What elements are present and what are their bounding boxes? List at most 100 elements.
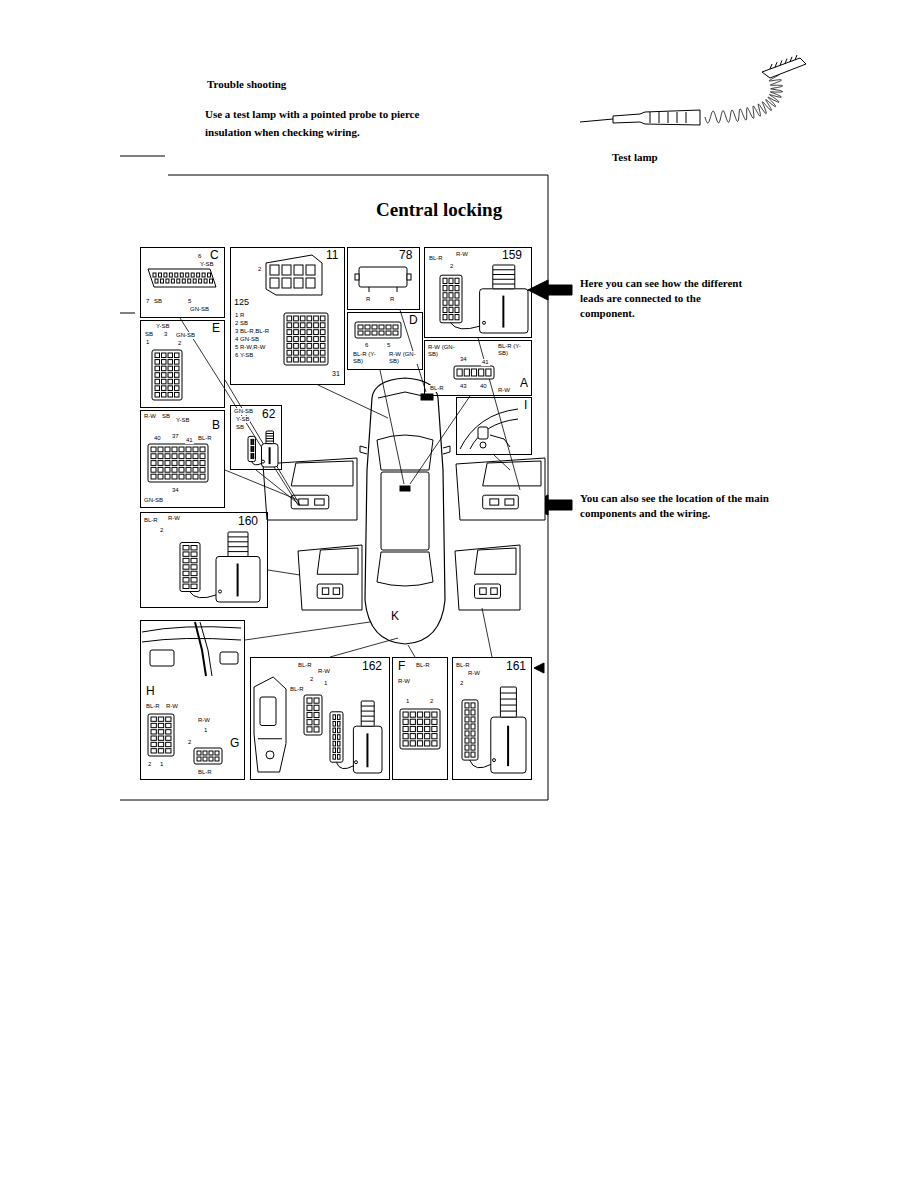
- pin-label: 2: [187, 739, 192, 746]
- test-lamp-figure: [795, 55, 797, 60]
- component-illustration: [158, 467, 163, 472]
- component-illustration: [493, 284, 515, 285]
- component-illustration: [465, 738, 469, 743]
- component-illustration: [306, 265, 315, 275]
- component-illustration: [175, 386, 180, 391]
- component-illustration: [314, 350, 319, 355]
- pin-label: 3: [163, 331, 168, 338]
- component-illustration: [175, 373, 180, 378]
- component-illustration: [486, 369, 491, 376]
- leader-line: [482, 608, 492, 657]
- component-illustration: [455, 293, 459, 298]
- leader-line: [225, 380, 300, 505]
- component-illustration: [465, 731, 469, 736]
- component-illustration: [417, 726, 422, 731]
- lock-motor-panel: 62GN-SBY-SBSB: [230, 405, 282, 470]
- component-illustration: [179, 474, 184, 479]
- component-illustration: [191, 273, 194, 277]
- component-illustration: [155, 392, 160, 397]
- component-illustration: [407, 274, 411, 280]
- component-illustration: [502, 296, 504, 328]
- component-illustration: [451, 323, 480, 329]
- component-illustration: [282, 265, 291, 275]
- component-illustration: [162, 373, 167, 378]
- figure-caption: Test lamp: [612, 151, 658, 164]
- component-illustration: [320, 350, 325, 355]
- component-illustration: [142, 638, 241, 642]
- component-illustration: [164, 273, 167, 277]
- component-illustration: [314, 357, 319, 362]
- component-illustration: [266, 751, 274, 759]
- component-illustration: [314, 330, 319, 335]
- callout-number: E: [211, 322, 221, 335]
- component-illustration: [158, 273, 161, 277]
- component-illustration: [307, 337, 312, 342]
- component-illustration: [152, 350, 182, 400]
- component-illustration: [333, 715, 336, 720]
- component-illustration: [193, 461, 198, 466]
- pin-label: 34: [459, 356, 468, 363]
- car-outline: [421, 394, 433, 400]
- component-illustration: [454, 366, 494, 379]
- component-illustration: [307, 343, 312, 348]
- component-illustration: [320, 343, 325, 348]
- pin-label: GN-SB: [189, 306, 210, 313]
- leader-line: [380, 370, 404, 484]
- component-illustration: [400, 709, 440, 749]
- car-outline: [365, 378, 445, 644]
- pin-label: BL-R (Y-SB): [497, 343, 523, 356]
- component-illustration: [162, 353, 167, 358]
- component-illustration: [260, 697, 276, 726]
- component-illustration: [166, 723, 171, 727]
- component-illustration: [177, 279, 180, 283]
- pin-label: R-W (GN-SB): [427, 344, 459, 357]
- leader-line: [268, 570, 300, 575]
- door-figure: [483, 495, 519, 509]
- component-illustration: [454, 366, 494, 379]
- component-illustration: [197, 757, 201, 761]
- door-figure: [317, 584, 343, 598]
- component-illustration: [193, 467, 198, 472]
- pin-label: 1: [323, 680, 328, 687]
- instruction-note: Use a test lamp with a pointed probe to …: [205, 105, 437, 141]
- component-illustration: [166, 736, 171, 740]
- component-illustration: [400, 709, 440, 749]
- component-illustration: [307, 350, 312, 355]
- lock-motor-panel: 162BL-RR-WBL-R21: [250, 657, 390, 780]
- component-illustration: [254, 677, 382, 773]
- component-illustration: [479, 369, 484, 376]
- component-illustration: [361, 701, 374, 726]
- leader-line: [245, 622, 370, 640]
- component-illustration: [197, 751, 201, 755]
- component-illustration: [358, 325, 363, 329]
- component-illustration: [491, 717, 526, 773]
- pin-label: BL-R: [428, 255, 444, 262]
- component-illustration: [175, 366, 180, 371]
- component-illustration: [148, 444, 208, 482]
- pin-label: GN-SB: [233, 408, 254, 415]
- component-illustration: [183, 565, 189, 569]
- component-illustration: [294, 265, 303, 275]
- diagram-title: Central locking: [376, 199, 502, 221]
- component-illustration: [355, 761, 358, 764]
- component-illustration: [195, 622, 206, 676]
- component-illustration: [403, 726, 408, 731]
- component-illustration: [432, 741, 437, 746]
- component-illustration: [180, 273, 183, 277]
- component-illustration: [266, 436, 274, 437]
- component-illustration: [166, 749, 171, 753]
- pin-label: 2: [177, 340, 182, 347]
- callout-number: 62: [261, 408, 276, 421]
- component-illustration: [270, 278, 279, 288]
- component-illustration: [186, 447, 191, 452]
- component-illustration: [443, 285, 447, 290]
- component-illustration: [300, 330, 305, 335]
- component-illustration: [165, 454, 170, 459]
- component-illustration: [266, 255, 322, 295]
- component-illustration: [172, 454, 177, 459]
- component-illustration: [179, 467, 184, 472]
- component-illustration: [186, 273, 189, 277]
- component-illustration: [251, 446, 252, 451]
- component-illustration: [151, 717, 156, 721]
- callout-number: G: [229, 737, 240, 750]
